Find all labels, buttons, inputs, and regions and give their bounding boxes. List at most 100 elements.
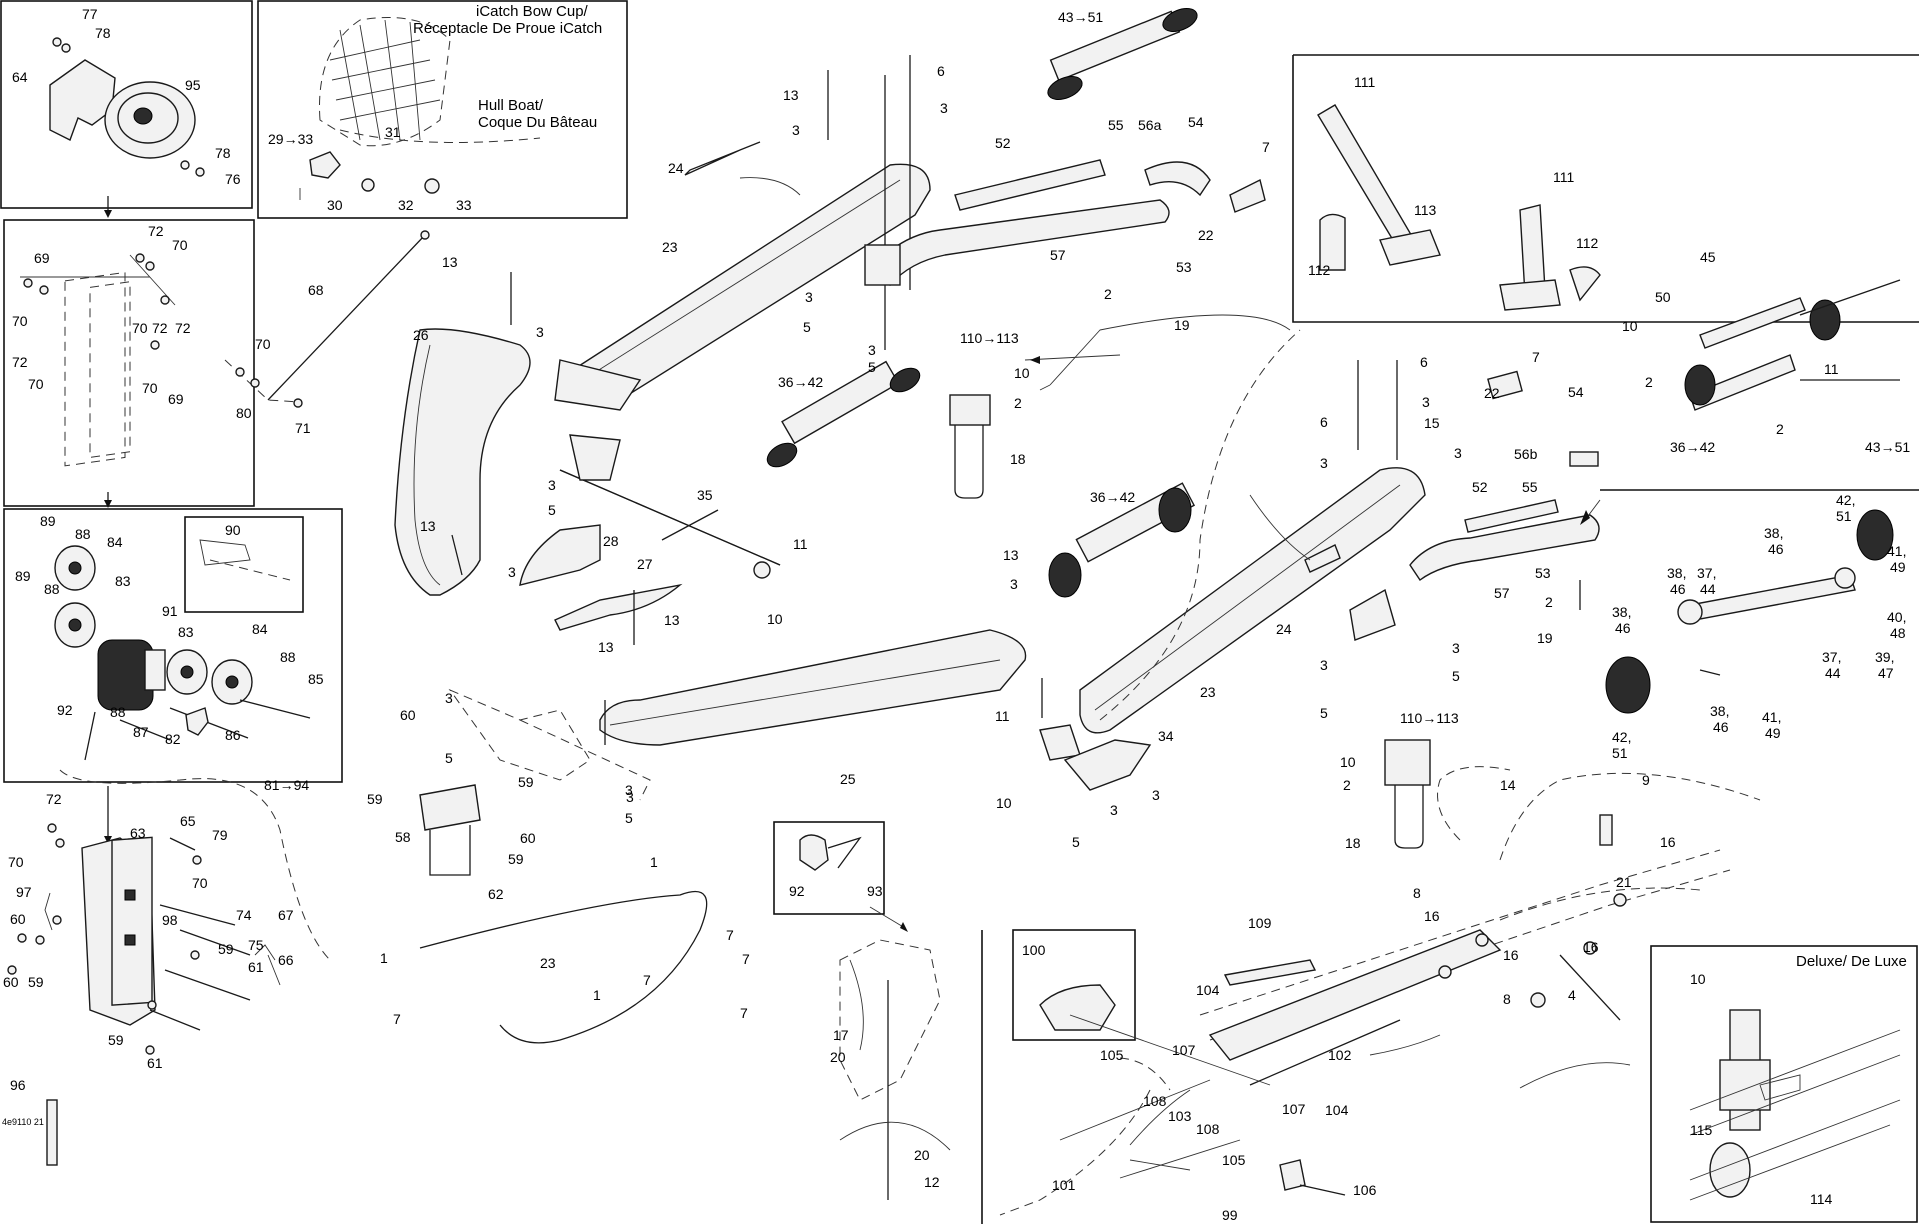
label-3h: 3 bbox=[626, 789, 634, 805]
label-46d: 46 bbox=[1713, 719, 1729, 735]
label-3-near-34: 3 bbox=[1110, 802, 1118, 818]
label-6c: 6 bbox=[1320, 414, 1328, 430]
label-3-center: 3 bbox=[625, 782, 633, 798]
label-23a: 23 bbox=[662, 239, 678, 255]
label-10b: 10 bbox=[1014, 365, 1030, 381]
label-69a: 69 bbox=[34, 250, 50, 266]
label-27: 27 bbox=[637, 556, 653, 572]
label-46c: 46 bbox=[1615, 620, 1631, 636]
label-3e: 3 bbox=[508, 564, 516, 580]
label-7b: 7 bbox=[393, 1011, 401, 1027]
roller-kit-detail bbox=[1605, 509, 1894, 714]
label-3n: 3 bbox=[1320, 657, 1328, 673]
deluxe-jack bbox=[1689, 1009, 1901, 1201]
label-3-mid: 3 bbox=[868, 342, 876, 358]
label-49b: 49 bbox=[1765, 725, 1781, 741]
label-107a: 107 bbox=[1172, 1042, 1196, 1058]
roller-kit-43-51 bbox=[1684, 279, 1901, 411]
label-44b: 44 bbox=[1825, 665, 1841, 681]
label-114: 114 bbox=[1810, 1191, 1833, 1207]
label-108a: 108 bbox=[1143, 1093, 1167, 1109]
label-7f: 7 bbox=[1532, 349, 1540, 365]
label-52a: 52 bbox=[995, 135, 1011, 151]
label-48: 48 bbox=[1890, 625, 1906, 641]
label-24a: 24 bbox=[668, 160, 684, 176]
label-102: 102 bbox=[1328, 1047, 1352, 1063]
label-112a: 112 bbox=[1308, 262, 1331, 278]
label-10e: 10 bbox=[996, 795, 1012, 811]
winch-assembly bbox=[54, 539, 311, 761]
label-110-113a: 110→113 bbox=[960, 330, 1019, 346]
label-78a: 78 bbox=[95, 25, 111, 41]
label-19b: 19 bbox=[1537, 630, 1553, 646]
label-55a: 55 bbox=[1108, 117, 1124, 133]
label-36-42c: 36→42 bbox=[1090, 489, 1135, 505]
part-labels: 77 78 64 95 78 76 iCatch Bow Cup/ Récept… bbox=[2, 3, 1910, 1223]
label-100: 100 bbox=[1022, 942, 1046, 958]
label-72a: 72 bbox=[148, 223, 164, 239]
label-91: 91 bbox=[162, 603, 178, 619]
label-42b: 42, bbox=[1612, 729, 1631, 745]
label-68: 68 bbox=[308, 282, 324, 298]
label-70g: 70 bbox=[8, 854, 24, 870]
label-8a: 8 bbox=[1413, 885, 1421, 901]
label-66: 66 bbox=[278, 952, 294, 968]
label-115: 115 bbox=[1690, 1122, 1713, 1138]
label-59b: 59 bbox=[218, 941, 234, 957]
label-11a: 11 bbox=[793, 536, 808, 552]
label-8b: 8 bbox=[1503, 991, 1511, 1007]
label-11c: 11 bbox=[995, 708, 1010, 724]
label-20a: 20 bbox=[830, 1049, 846, 1065]
label-51b: 51 bbox=[1612, 745, 1628, 761]
label-4: 4 bbox=[1568, 987, 1576, 1003]
label-13b: 13 bbox=[442, 254, 458, 270]
label-28: 28 bbox=[603, 533, 619, 549]
label-18a: 18 bbox=[1010, 451, 1026, 467]
label-106: 106 bbox=[1353, 1182, 1377, 1198]
label-34: 34 bbox=[1158, 728, 1174, 744]
label-54b: 54 bbox=[1568, 384, 1584, 400]
label-59-mid: 59 bbox=[518, 774, 534, 790]
label-14: 14 bbox=[1500, 777, 1516, 793]
label-86: 86 bbox=[225, 727, 241, 743]
label-3g: 3 bbox=[445, 690, 453, 706]
label-5b: 5 bbox=[803, 319, 811, 335]
label-83b: 83 bbox=[178, 624, 194, 640]
label-16c: 16 bbox=[1583, 939, 1599, 955]
label-85: 85 bbox=[308, 671, 324, 687]
label-42a: 42, bbox=[1836, 492, 1855, 508]
label-67: 67 bbox=[278, 907, 294, 923]
label-78b: 78 bbox=[215, 145, 231, 161]
label-59d: 59 bbox=[367, 791, 383, 807]
label-3b: 3 bbox=[792, 122, 800, 138]
label-3i: 3 bbox=[1422, 394, 1430, 410]
label-11b: 11 bbox=[1824, 361, 1839, 377]
label-60a: 60 bbox=[10, 911, 26, 927]
winch-post-inset bbox=[3, 219, 255, 507]
label-89b: 89 bbox=[15, 568, 31, 584]
icatch-hull bbox=[299, 17, 541, 200]
label-79: 79 bbox=[212, 827, 228, 843]
label-13f: 13 bbox=[1003, 547, 1019, 563]
label-20b: 20 bbox=[914, 1147, 930, 1163]
label-16b: 16 bbox=[1424, 908, 1440, 924]
label-47: 47 bbox=[1878, 665, 1894, 681]
label-95: 95 bbox=[185, 77, 201, 93]
deluxe-jack-inset bbox=[1650, 945, 1918, 1223]
label-25: 25 bbox=[840, 771, 856, 787]
label-104a: 104 bbox=[1196, 982, 1220, 998]
label-71: 71 bbox=[295, 420, 311, 436]
label-18b: 18 bbox=[1345, 835, 1361, 851]
label-76: 76 bbox=[225, 171, 241, 187]
label-56b: 56b bbox=[1514, 446, 1538, 462]
label-77: 77 bbox=[82, 6, 98, 22]
label-17: 17 bbox=[833, 1027, 849, 1043]
label-72d: 72 bbox=[46, 791, 62, 807]
label-13a: 13 bbox=[783, 87, 799, 103]
label-5a: 5 bbox=[548, 502, 556, 518]
hull-title-1: Hull Boat/ bbox=[478, 97, 544, 114]
label-96: 96 bbox=[10, 1077, 26, 1093]
label-58: 58 bbox=[395, 829, 411, 845]
label-46a: 46 bbox=[1768, 541, 1784, 557]
label-5d: 5 bbox=[625, 810, 633, 826]
